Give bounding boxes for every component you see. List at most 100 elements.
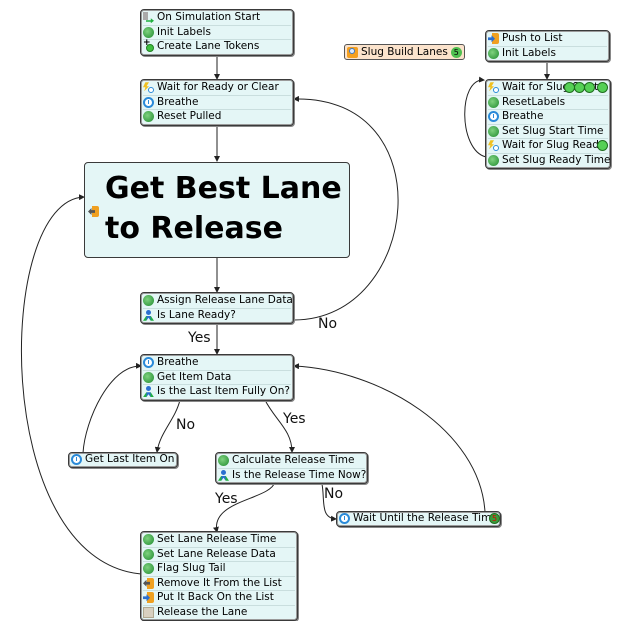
activity-row[interactable]: Set Lane Release Data bbox=[143, 547, 295, 562]
calculate-release-block[interactable]: Calculate Release Time Is the Release Ti… bbox=[215, 452, 368, 484]
breathe-icon bbox=[488, 111, 499, 123]
activity-row[interactable]: Wait for Ready or Clear bbox=[143, 81, 291, 96]
breathe-icon bbox=[71, 454, 82, 466]
activity-row[interactable]: Breathe bbox=[143, 356, 291, 371]
custom-code-icon bbox=[143, 371, 154, 383]
custom-code-icon bbox=[488, 96, 499, 108]
activity-label: Reset Pulled bbox=[157, 110, 222, 122]
activity-label: Init Labels bbox=[502, 46, 556, 59]
get-best-lane-block[interactable]: Get Best Lane to Release bbox=[84, 162, 350, 258]
activity-row[interactable]: Remove It From the List bbox=[143, 577, 295, 591]
breathe-icon bbox=[143, 96, 154, 108]
activity-label: On Simulation Start bbox=[157, 11, 261, 23]
title-line-2: to Release bbox=[105, 211, 283, 246]
activity-row[interactable]: Set Slug Start Time bbox=[488, 125, 608, 139]
on-simulation-start-block[interactable]: On Simulation Start Init Labels +Create … bbox=[140, 9, 294, 56]
activity-label: Set Lane Release Time bbox=[157, 533, 277, 545]
custom-code-icon bbox=[143, 111, 154, 123]
activity-label: Flag Slug Tail bbox=[157, 562, 226, 574]
activity-label: Wait for Ready or Clear bbox=[157, 81, 279, 93]
activity-label: Get Item Data bbox=[157, 370, 232, 383]
activity-label: Is the Last Item Fully On? bbox=[157, 385, 290, 397]
activity-label: Init Labels bbox=[157, 25, 211, 38]
token[interactable] bbox=[584, 82, 595, 93]
edge-label-lane-no: No bbox=[318, 316, 338, 332]
activity-label: Wait for Slug Ready bbox=[502, 139, 606, 151]
assign-release-lane-block[interactable]: Assign Release Lane Data Is Lane Ready? bbox=[140, 292, 294, 324]
activity-row[interactable]: Calculate Release Time bbox=[218, 454, 365, 469]
slug-build-lanes-list[interactable]: Slug Build Lanes 5 bbox=[344, 44, 465, 60]
activity-row[interactable]: Put It Back On the List bbox=[143, 591, 295, 606]
get-best-lane-title: Get Best Lane to Release bbox=[105, 169, 342, 249]
wait-until-release-block[interactable]: Wait Until the Release Time 5 bbox=[336, 511, 501, 527]
activity-row[interactable]: Release the Lane bbox=[143, 606, 295, 620]
activity-row[interactable]: +Create Lane Tokens bbox=[143, 39, 291, 54]
slug-badge-label: Slug Build Lanes bbox=[361, 46, 448, 58]
wait-for-ready-block[interactable]: Wait for Ready or Clear Breathe Reset Pu… bbox=[140, 79, 294, 126]
pull-from-list-icon bbox=[88, 206, 99, 217]
token-count-badge[interactable]: 5 bbox=[489, 513, 500, 524]
token[interactable] bbox=[597, 140, 608, 151]
activity-row[interactable]: Wait Until the Release Time 5 bbox=[339, 512, 500, 526]
activity-row[interactable]: Get Item Data bbox=[143, 370, 291, 385]
activity-label: Is the Release Time Now? bbox=[232, 468, 367, 481]
custom-code-icon bbox=[488, 47, 499, 59]
activity-row[interactable]: Breathe bbox=[143, 96, 291, 110]
search-list-icon bbox=[347, 46, 358, 58]
token[interactable] bbox=[597, 82, 608, 93]
activity-row[interactable]: Set Lane Release Time bbox=[143, 533, 295, 548]
custom-code-icon bbox=[143, 534, 154, 546]
activity-label: Wait Until the Release Time bbox=[353, 512, 498, 524]
title-line-1: Get Best Lane bbox=[105, 171, 342, 206]
activity-row[interactable]: Breathe bbox=[488, 110, 608, 125]
edge-slug-loop bbox=[464, 76, 487, 158]
custom-code-icon bbox=[143, 563, 154, 575]
activity-label: Release the Lane bbox=[157, 605, 248, 618]
activity-row[interactable]: Wait for Slug Ready bbox=[488, 139, 608, 154]
activity-row[interactable]: Reset Pulled bbox=[143, 110, 291, 124]
activity-label: Breathe bbox=[502, 110, 544, 122]
custom-code-icon bbox=[143, 26, 154, 38]
release-lane-block[interactable]: Set Lane Release Time Set Lane Release D… bbox=[140, 531, 298, 621]
activity-row[interactable]: Push to List bbox=[488, 32, 607, 47]
slug-loop-block[interactable]: Wait for Slug Start ResetLabels Breathe … bbox=[485, 79, 611, 169]
activity-label: Calculate Release Time bbox=[232, 454, 355, 466]
activity-row[interactable]: Init Labels bbox=[488, 47, 607, 61]
breathe-icon bbox=[339, 513, 350, 525]
activity-label: ResetLabels bbox=[502, 95, 566, 108]
activity-row[interactable]: Get Last Item On bbox=[71, 453, 175, 467]
decide-icon bbox=[143, 309, 154, 321]
wait-for-event-icon bbox=[143, 82, 154, 94]
activity-row[interactable]: Flag Slug Tail bbox=[143, 562, 295, 577]
edge-waituntil-loop bbox=[293, 363, 486, 513]
simulation-start-icon bbox=[143, 12, 154, 23]
activity-row[interactable]: Is the Last Item Fully On? bbox=[143, 385, 291, 399]
activity-row[interactable]: Assign Release Lane Data bbox=[143, 294, 293, 309]
activity-label: Put It Back On the List bbox=[157, 591, 274, 603]
wait-for-event-icon bbox=[488, 82, 499, 94]
pull-from-list-icon bbox=[143, 577, 154, 589]
activity-row[interactable]: Init Labels bbox=[143, 25, 291, 40]
edge-release-yes bbox=[213, 481, 276, 533]
edge-getlast-loop bbox=[82, 362, 142, 454]
activity-row[interactable]: Is the Release Time Now? bbox=[218, 468, 367, 483]
activity-label: Is Lane Ready? bbox=[157, 308, 236, 321]
custom-code-icon bbox=[218, 455, 229, 467]
edge-label-release-yes: Yes bbox=[215, 491, 238, 507]
decide-icon bbox=[218, 469, 229, 481]
activity-row[interactable]: On Simulation Start bbox=[143, 11, 291, 26]
activity-label: Create Lane Tokens bbox=[157, 40, 260, 52]
activity-row[interactable]: Is Lane Ready? bbox=[143, 309, 291, 323]
activity-row[interactable]: ResetLabels bbox=[488, 95, 608, 110]
custom-code-icon bbox=[143, 295, 154, 307]
release-icon bbox=[143, 606, 154, 618]
custom-code-icon bbox=[488, 154, 499, 166]
decide-icon bbox=[143, 386, 154, 397]
activity-label: Set Lane Release Data bbox=[157, 547, 276, 560]
push-to-list-block[interactable]: Push to List Init Labels bbox=[485, 30, 610, 62]
activity-row[interactable]: Set Slug Ready Time bbox=[488, 154, 610, 168]
get-last-item-block[interactable]: Get Last Item On bbox=[68, 452, 178, 468]
activity-row[interactable]: Wait for Slug Start bbox=[488, 81, 608, 96]
item-check-block[interactable]: Breathe Get Item Data Is the Last Item F… bbox=[140, 354, 294, 401]
edge-label-lane-yes: Yes bbox=[188, 330, 211, 346]
